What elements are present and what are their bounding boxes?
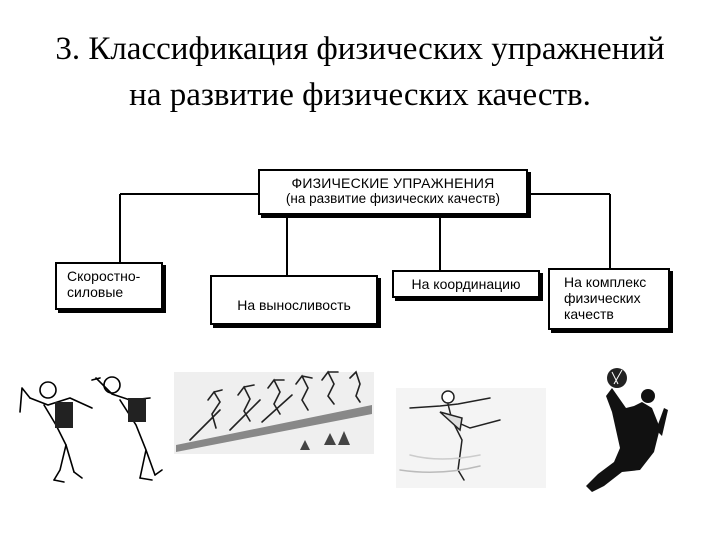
category-label: качеств bbox=[564, 306, 614, 322]
category-coordination: На координацию bbox=[392, 270, 540, 298]
category-label: На координацию bbox=[411, 276, 521, 292]
thrower-figures bbox=[19, 376, 163, 483]
category-label: Скоростно- bbox=[67, 268, 141, 284]
root-box: ФИЗИЧЕСКИЕ УПРАЖНЕНИЯ (на развитие физич… bbox=[258, 169, 528, 215]
category-label: На комплекс bbox=[564, 274, 647, 290]
category-label: силовые bbox=[67, 284, 124, 300]
category-complex-qualities: На комплекс физических качеств bbox=[548, 268, 670, 330]
title-line-2: на развитие физических качеств. bbox=[129, 77, 591, 113]
figure-skater bbox=[396, 388, 546, 488]
slide-title: 3. Классификация физических упражнений н… bbox=[0, 26, 720, 118]
category-endurance: На выносливость bbox=[210, 275, 378, 325]
skier-sequence bbox=[174, 370, 374, 454]
category-label: На выносливость bbox=[237, 297, 351, 313]
title-line-1: 3. Классификация физических упражнений bbox=[55, 31, 665, 67]
category-label: физических bbox=[564, 290, 641, 306]
category-speed-strength: Скоростно- силовые bbox=[55, 262, 163, 310]
root-title: ФИЗИЧЕСКИЕ УПРАЖНЕНИЯ bbox=[291, 175, 495, 191]
root-subtitle: (на развитие физических качеств) bbox=[285, 191, 501, 206]
basketball-player bbox=[586, 368, 668, 492]
